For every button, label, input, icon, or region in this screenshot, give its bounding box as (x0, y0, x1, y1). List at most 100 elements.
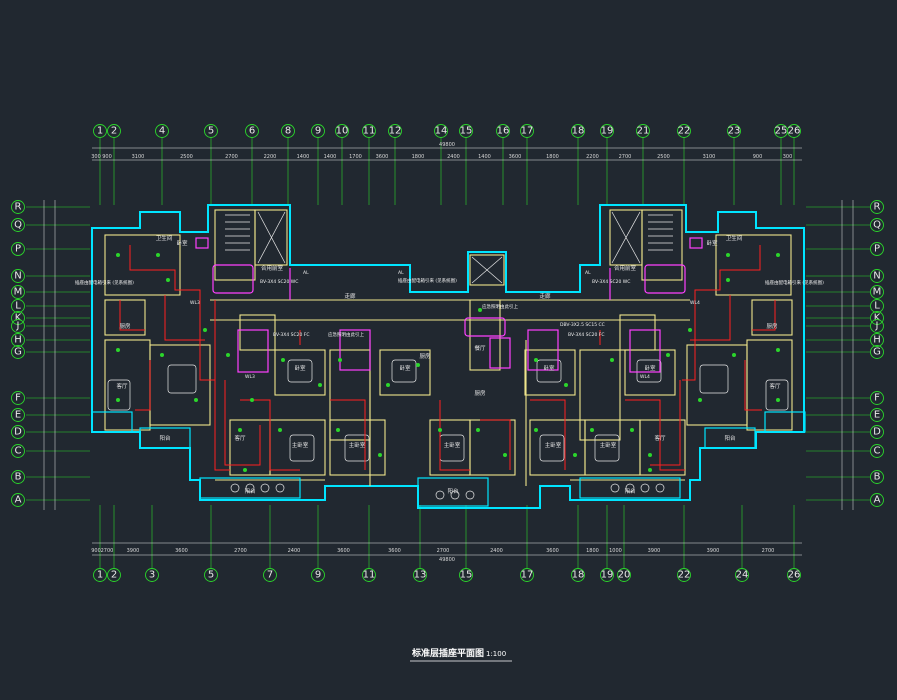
axis-bubble: 2 (107, 568, 121, 582)
axis-label: 22 (678, 126, 691, 137)
room-label: 客厅 (654, 434, 666, 442)
dimension-label: 2400 (447, 154, 460, 160)
axis-label: G (14, 347, 22, 358)
axis-bubble: 12 (388, 124, 402, 138)
room-label: 厨房 (474, 389, 486, 397)
axis-bubble-circle (870, 269, 884, 283)
axis-bubble: 3 (145, 568, 159, 582)
axis-label: A (15, 495, 22, 506)
axis-bubble: L (870, 299, 884, 313)
room-label: 厨房 (419, 352, 431, 360)
axis-label: P (15, 244, 21, 255)
note-cable: BV-3X4 SC20 WC (592, 279, 630, 285)
axis-bubble-circle (263, 568, 277, 582)
axis-bubble-circle (107, 568, 121, 582)
axis-label: 12 (389, 126, 402, 137)
axis-bubble-circle (870, 319, 884, 333)
axis-label: J (16, 321, 20, 332)
room-label: 客厅 (116, 382, 128, 390)
room-label: 走廊 (539, 292, 551, 300)
axis-bubble-circle (496, 124, 510, 138)
dimension-label: 2200 (264, 154, 277, 160)
axis-label: 17 (521, 570, 534, 581)
dimension-label: 2400 (288, 548, 301, 554)
axis-bubble-circle (870, 391, 884, 405)
room-label: 客厅 (769, 382, 781, 390)
axis-label: 4 (159, 126, 165, 137)
axis-bubble: R (870, 200, 884, 214)
axis-label: N (873, 271, 880, 282)
axis-bubble-circle (93, 568, 107, 582)
axis-label: 15 (460, 570, 473, 581)
axis-bubble-circle (11, 200, 25, 214)
dimension-label: 3600 (546, 548, 559, 554)
axis-bubble-circle (870, 311, 884, 325)
room-label: 阳台 (244, 487, 256, 495)
axis-bubble: 6 (245, 124, 259, 138)
axis-bubble: 25 (774, 124, 788, 138)
axis-bubble: J (11, 319, 25, 333)
axis-bubble: 18 (571, 568, 585, 582)
axis-bubble: 1 (93, 568, 107, 582)
axis-bubble-circle (11, 391, 25, 405)
dimension-label: 1400 (324, 154, 337, 160)
dimension-label: 900 (753, 154, 763, 160)
axis-bubble: 7 (263, 568, 277, 582)
axis-label: 2 (111, 570, 117, 581)
axis-bubble: 15 (459, 568, 473, 582)
axis-bubble-circle (787, 124, 801, 138)
axis-label: B (874, 472, 881, 483)
axis-bubble-circle (11, 285, 25, 299)
dimension-label: 3100 (703, 154, 716, 160)
wiring-notes: AL AL AL 插座由配电箱引来 (见系统图) 插座由配电箱引来 (见系统图)… (75, 270, 824, 380)
axis-bubble: 11 (362, 568, 376, 582)
axis-label: 9 (315, 570, 321, 581)
note-cable: BV-3X4 SC20 WC (260, 279, 298, 285)
note-al: AL (303, 270, 309, 276)
axis-bubble: J (870, 319, 884, 333)
drawing-title-text: 标准层插座平面图 (411, 647, 484, 659)
axis-bubble-circle (787, 568, 801, 582)
axis-bubble: N (11, 269, 25, 283)
dimension-label: 1700 (349, 154, 362, 160)
axis-label: 5 (208, 570, 214, 581)
note-feed: 插座由配电箱引来 (见系统图) (765, 279, 824, 286)
axis-label: 16 (497, 126, 510, 137)
axis-label: M (14, 287, 23, 298)
axis-bubble: 1 (93, 124, 107, 138)
note-circuit: WL3 (190, 300, 200, 306)
axis-bubble-circle (145, 568, 159, 582)
axis-bubble: N (870, 269, 884, 283)
room-label: 阳台 (447, 487, 459, 495)
room-label: 卧室 (294, 364, 306, 372)
axis-bubble-circle (600, 124, 614, 138)
column-axis-lines (99, 137, 795, 568)
axis-bubble: K (870, 311, 884, 325)
note-cable: DBV-3X2.5 SC15 CC (560, 322, 605, 328)
dimension-label: 3900 (127, 548, 140, 554)
axis-label: C (15, 446, 22, 457)
axis-bubble-circle (735, 568, 749, 582)
room-label: 厨房 (119, 322, 131, 330)
axis-label: Q (873, 220, 881, 231)
axis-bubble-circle (93, 124, 107, 138)
axis-bubble: M (11, 285, 25, 299)
axis-label: 24 (736, 570, 749, 581)
axis-bubble: P (11, 242, 25, 256)
axis-bubble-circle (11, 319, 25, 333)
axis-bubble-circle (11, 425, 25, 439)
axis-label: 13 (414, 570, 427, 581)
room-label: 主卧室 (600, 441, 617, 449)
axis-bubble-circle (870, 345, 884, 359)
dimension-label: 3600 (388, 548, 401, 554)
room-label: 合用前室 (614, 264, 637, 272)
axis-bubble-circle (11, 311, 25, 325)
note-cable: BV-3X4 SC20 FC (568, 332, 605, 338)
axis-label: 17 (521, 126, 534, 137)
note-al: AL (398, 270, 404, 276)
axis-bubble: L (11, 299, 25, 313)
axis-bubble-circle (870, 408, 884, 422)
room-label: 卫生间 (156, 234, 173, 242)
